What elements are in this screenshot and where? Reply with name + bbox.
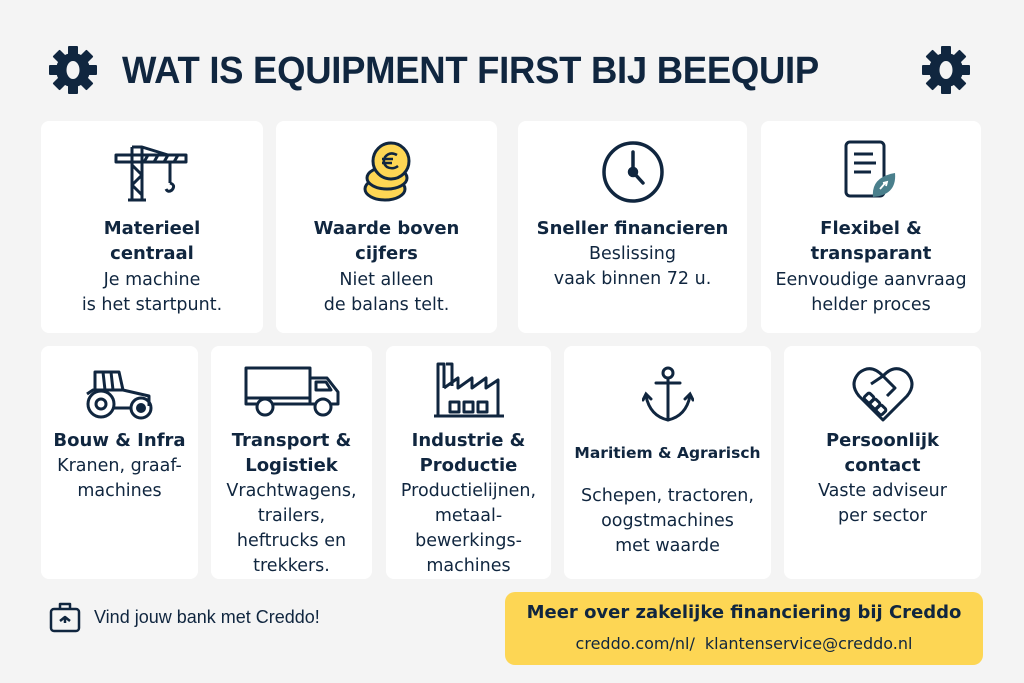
card-body: Beslissing	[589, 244, 676, 264]
euro-coins-icon	[363, 141, 410, 202]
card-body: trekkers.	[253, 556, 330, 576]
footer-bank-label: Vind jouw bank met Creddo!	[94, 606, 320, 627]
card-heading: Industrie &	[411, 430, 526, 451]
card-heading: Productie	[419, 455, 518, 476]
card-body: Vrachtwagens,	[226, 481, 357, 501]
sector-card-bouw: Bouw & Infra Kranen, graaf- machines	[41, 346, 198, 579]
anchor-icon	[641, 366, 694, 422]
card-heading: Transport &	[231, 430, 352, 451]
gear-icon	[49, 46, 97, 94]
card-body: trailers,	[257, 506, 326, 526]
card-body: heftrucks en	[236, 531, 347, 551]
sector-card-maritiem: Maritiem & Agrarisch Schepen, tractoren,…	[564, 346, 771, 579]
sector-card-transport: Transport & Logistiek Vrachtwagens, trai…	[211, 346, 372, 579]
card-heading: centraal	[110, 243, 194, 264]
card-body: is het startpunt.	[81, 295, 223, 315]
page-title: WAT IS EQUIPMENT FIRST BIJ BEEQUIP	[122, 50, 819, 92]
card-heading: Logistiek	[245, 455, 338, 476]
truck-icon	[244, 366, 339, 417]
sector-card-industrie: Industrie & Productie Productielijnen, m…	[386, 346, 551, 579]
card-body: Productielijnen,	[400, 481, 537, 501]
card-body: Je machine	[103, 270, 201, 290]
card-heading: transparant	[810, 243, 932, 264]
card-body: Schepen, tractoren,	[581, 486, 754, 506]
footer-bank-link[interactable]: Vind jouw bank met Creddo!	[48, 601, 320, 633]
card-body: oogstmachines	[601, 511, 734, 531]
email-link[interactable]: klantenservice@creddo.nl	[704, 634, 913, 653]
card-body: machines	[426, 556, 511, 576]
cta-links: creddo.com/nl/klantenservice@creddo.nl	[505, 634, 983, 653]
factory-icon	[433, 362, 504, 418]
card-heading: Waarde boven	[313, 218, 460, 239]
gear-icon	[922, 46, 970, 94]
card-body: helder proces	[811, 295, 931, 315]
card-body: Kranen, graaf-	[57, 456, 182, 476]
card-heading: Flexibel &	[820, 218, 922, 239]
card-body: metaal-	[434, 506, 503, 526]
card-body: machines	[77, 481, 162, 501]
heart-handshake-icon	[852, 367, 913, 422]
card-heading: cijfers	[355, 243, 418, 264]
card-body: Niet alleen	[339, 270, 434, 290]
feature-card-flexibel: Flexibel & transparant Eenvoudige aanvra…	[761, 121, 981, 333]
clock-icon	[601, 141, 664, 203]
feature-card-waarde: Waarde boven cijfers Niet alleen de bala…	[276, 121, 497, 333]
cta-title: Meer over zakelijke financiering bij Cre…	[526, 602, 962, 623]
card-body: Eenvoudige aanvraag	[775, 270, 967, 290]
card-heading: Sneller financieren	[536, 218, 729, 239]
crane-icon	[114, 145, 188, 202]
card-body: Vaste adviseur	[818, 481, 947, 501]
sector-card-persoonlijk: Persoonlijk contact Vaste adviseur per s…	[784, 346, 981, 579]
cta-box: Meer over zakelijke financiering bij Cre…	[505, 592, 983, 665]
card-heading: Persoonlijk	[825, 430, 940, 451]
tractor-icon	[85, 370, 152, 420]
card-heading: Maritiem & Agrarisch	[574, 444, 761, 462]
card-body: per sector	[838, 506, 927, 526]
feature-card-sneller: Sneller financieren Beslissing vaak binn…	[518, 121, 747, 333]
card-heading: Bouw & Infra	[53, 430, 186, 451]
feature-card-materieel: Materieel centraal Je machine is het sta…	[41, 121, 263, 333]
card-body: de balans telt.	[323, 295, 450, 315]
header: WAT IS EQUIPMENT FIRST BIJ BEEQUIP	[0, 44, 1024, 100]
card-heading: Materieel	[103, 218, 201, 239]
briefcase-icon	[49, 602, 81, 633]
card-body: met waarde	[615, 536, 720, 556]
card-body: bewerkings-	[415, 531, 522, 551]
website-link[interactable]: creddo.com/nl/	[575, 634, 695, 653]
card-heading: contact	[844, 455, 921, 476]
document-leaf-icon	[844, 140, 896, 198]
card-body: vaak binnen 72 u.	[553, 269, 712, 289]
